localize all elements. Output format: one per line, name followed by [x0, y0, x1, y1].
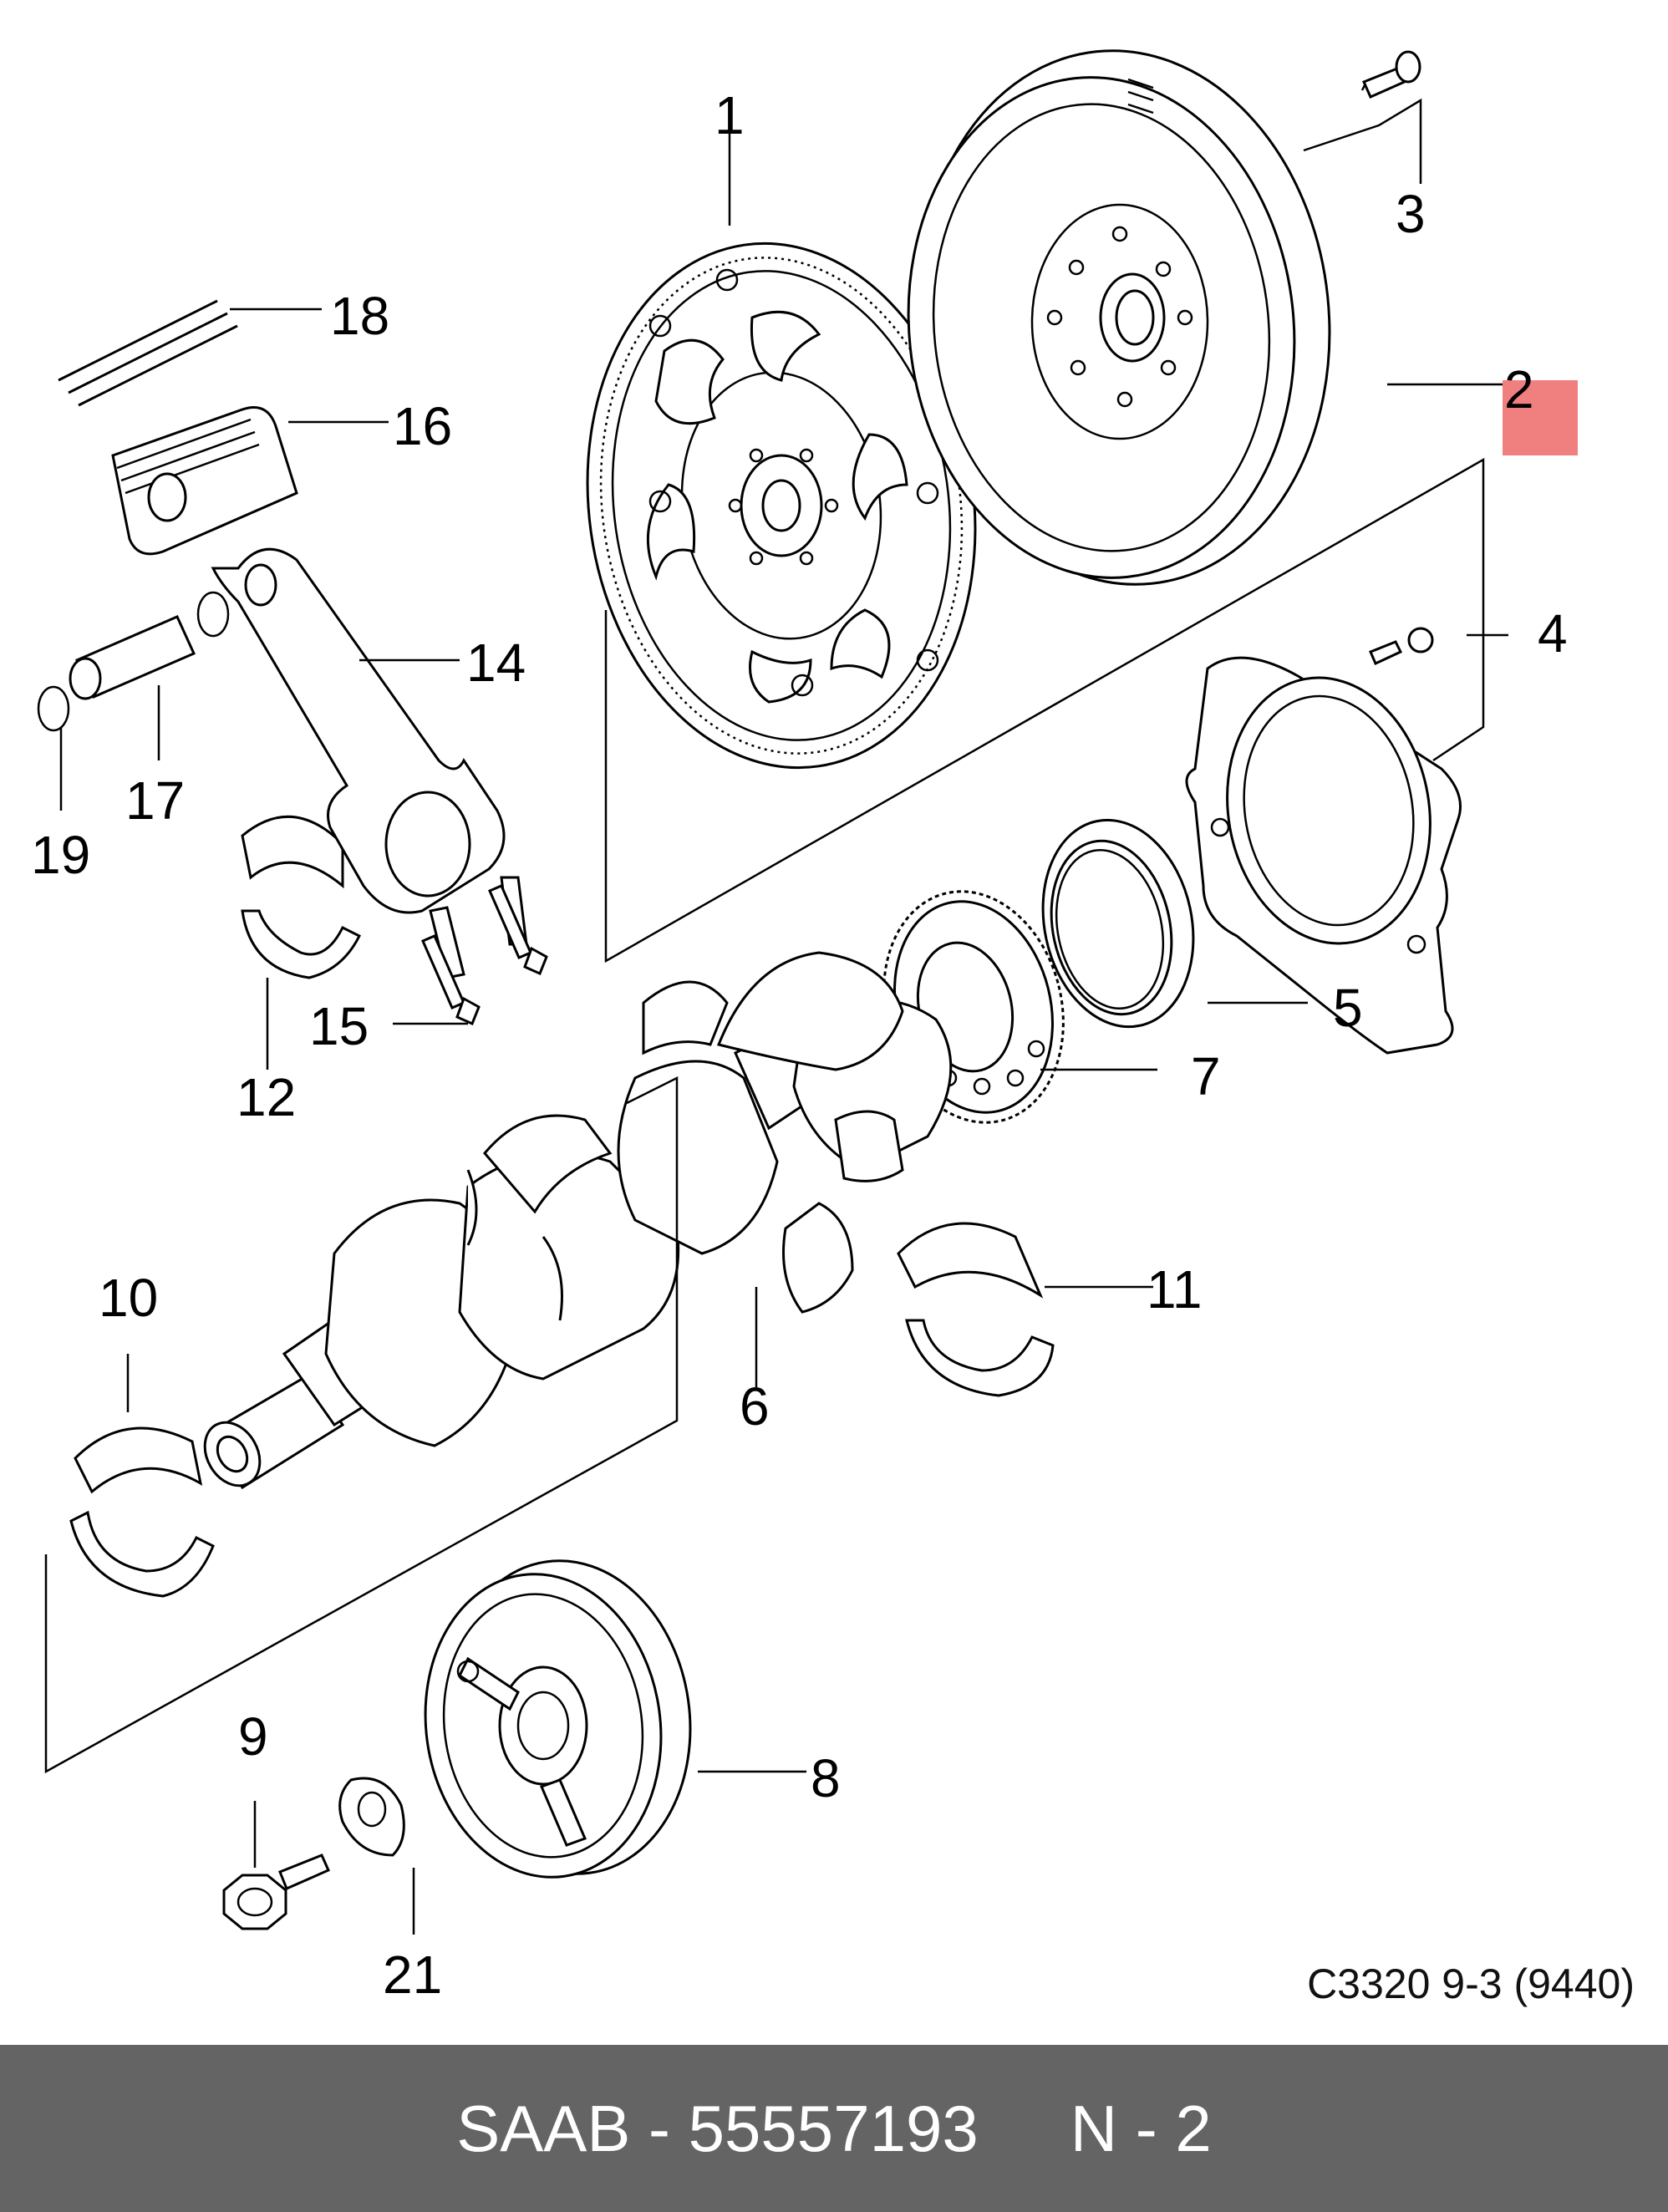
- callout-15: 15: [309, 996, 369, 1056]
- seal-housing: [1185, 627, 1462, 1055]
- callout-18: 18: [330, 286, 389, 346]
- piston: [111, 406, 298, 556]
- oil-seal: [1041, 818, 1195, 1029]
- part-number-text: SAAB - 55557193: [456, 2091, 979, 2165]
- callout-16: 16: [393, 396, 452, 456]
- piston-pin: [69, 615, 196, 700]
- callout-9: 9: [238, 1706, 268, 1767]
- callout-1: 1: [714, 85, 745, 145]
- flexplate: [586, 242, 977, 770]
- diagram-reference-code: C3320 9-3 (9440): [1307, 1960, 1635, 2007]
- callout-21: 21: [383, 1945, 442, 2005]
- conrod-bearing-shells: [241, 815, 362, 979]
- callout-10: 10: [99, 1268, 158, 1328]
- callout-3: 3: [1396, 184, 1426, 244]
- diagram-position-text: N - 2: [1070, 2091, 1212, 2165]
- callout-numbers: 1 2 3 4 5 6 7 8 9 10 11 12 14 15 16 17 1…: [31, 85, 1568, 2005]
- callout-19: 19: [31, 825, 90, 885]
- conrod-bolts: [421, 884, 548, 1026]
- callout-17: 17: [125, 770, 185, 831]
- pulley-bolt: [222, 1854, 330, 1930]
- dual-mass-flywheel: [907, 49, 1331, 586]
- crankshaft: [203, 951, 953, 1490]
- callout-12: 12: [236, 1067, 296, 1127]
- main-bearing-shells-front: [69, 1426, 215, 1598]
- callout-4: 4: [1538, 603, 1568, 664]
- leader-lines: [44, 98, 1508, 1935]
- highlight-box: [1503, 380, 1578, 455]
- main-bearing-shells-rear: [897, 1222, 1055, 1397]
- callout-14: 14: [466, 633, 526, 693]
- callout-8: 8: [811, 1748, 841, 1808]
- callout-2: 2: [1504, 359, 1534, 420]
- pulley-washer: [338, 1777, 405, 1857]
- flywheel-bolt: [1360, 50, 1421, 99]
- parts-diagram: 1 2 3 4 5 6 7 8 9 10 11 12 14 15 16 17 1…: [31, 49, 1578, 2005]
- callout-7: 7: [1191, 1046, 1221, 1106]
- callout-5: 5: [1333, 978, 1363, 1038]
- piston-rings: [58, 299, 238, 407]
- callout-6: 6: [740, 1376, 770, 1437]
- crank-pulley: [424, 1559, 692, 1879]
- circlip: [37, 591, 230, 732]
- part-footer-bar: SAAB - 55557193 N - 2: [0, 2045, 1668, 2212]
- callout-11: 11: [1147, 1259, 1202, 1320]
